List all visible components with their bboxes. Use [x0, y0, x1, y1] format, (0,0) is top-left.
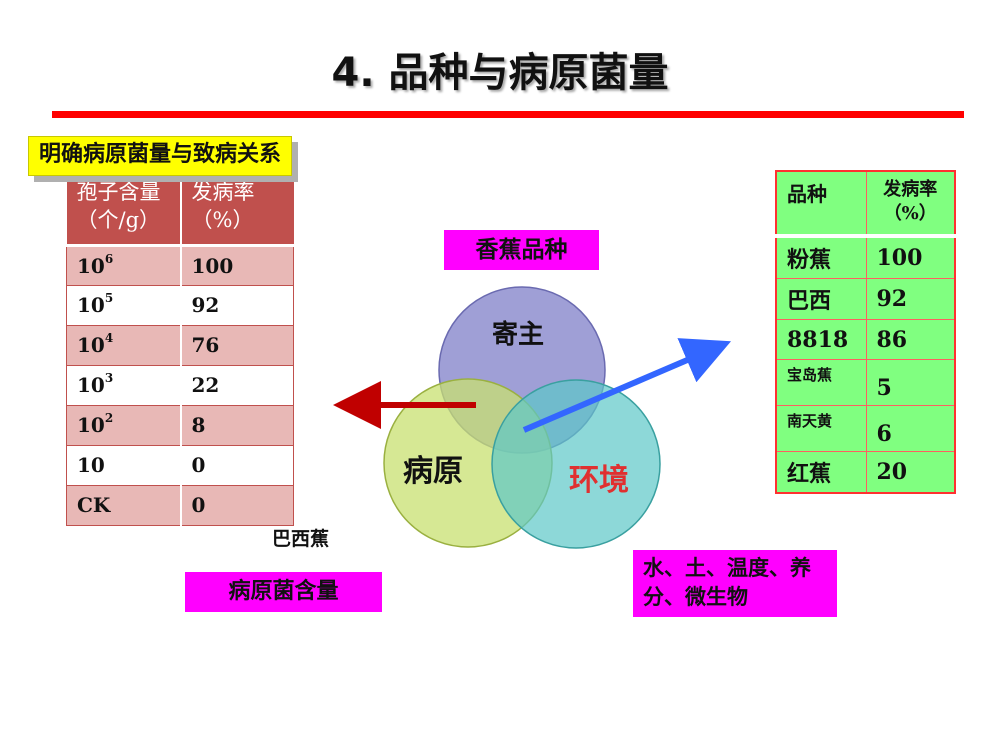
variety-label: 香蕉品种	[444, 230, 599, 270]
host-text: 寄主	[492, 319, 544, 350]
table-row: 红蕉 20	[775, 451, 956, 494]
page-title: 4. 品种与病原菌量	[331, 50, 669, 96]
environment-circle	[491, 379, 661, 549]
section-subtitle: 明确病原菌量与致病关系	[28, 136, 293, 176]
table-row: 106 100	[66, 244, 294, 286]
header-variety: 品种	[775, 170, 867, 238]
table-row: 103 22	[66, 364, 294, 406]
environment-text: 环境	[569, 463, 629, 498]
table-row: 宝岛蕉 5	[775, 359, 956, 406]
spore-incidence-table: 孢子含量（个/g） 发病率（%） 106 100 105 92 104 76 1…	[66, 160, 294, 526]
variety-incidence-table: 品种 发病率（%） 粉蕉 100 巴西 92 8818 86 宝岛蕉 5 南天黄…	[775, 170, 956, 494]
table-row: 10 0	[66, 444, 294, 486]
arrow-to-variety-table	[522, 338, 732, 433]
table-row: 南天黄 6	[775, 405, 956, 452]
table-row: CK 0	[66, 484, 294, 526]
table-row: 102 8	[66, 404, 294, 446]
table-row: 104 76	[66, 324, 294, 366]
table-row: 105 92	[66, 284, 294, 326]
header-incidence-rate: 发病率（%）	[865, 170, 956, 238]
table-row: 粉蕉 100	[775, 235, 956, 279]
pathogen-text: 病原	[403, 454, 463, 489]
title-divider	[52, 111, 964, 118]
environment-factors-label: 水、土、温度、养分、微生物	[633, 550, 837, 617]
table-row: 巴西 92	[775, 278, 956, 320]
pathogen-amount-label: 病原菌含量	[185, 572, 382, 612]
variety-note: 巴西蕉	[272, 528, 330, 550]
